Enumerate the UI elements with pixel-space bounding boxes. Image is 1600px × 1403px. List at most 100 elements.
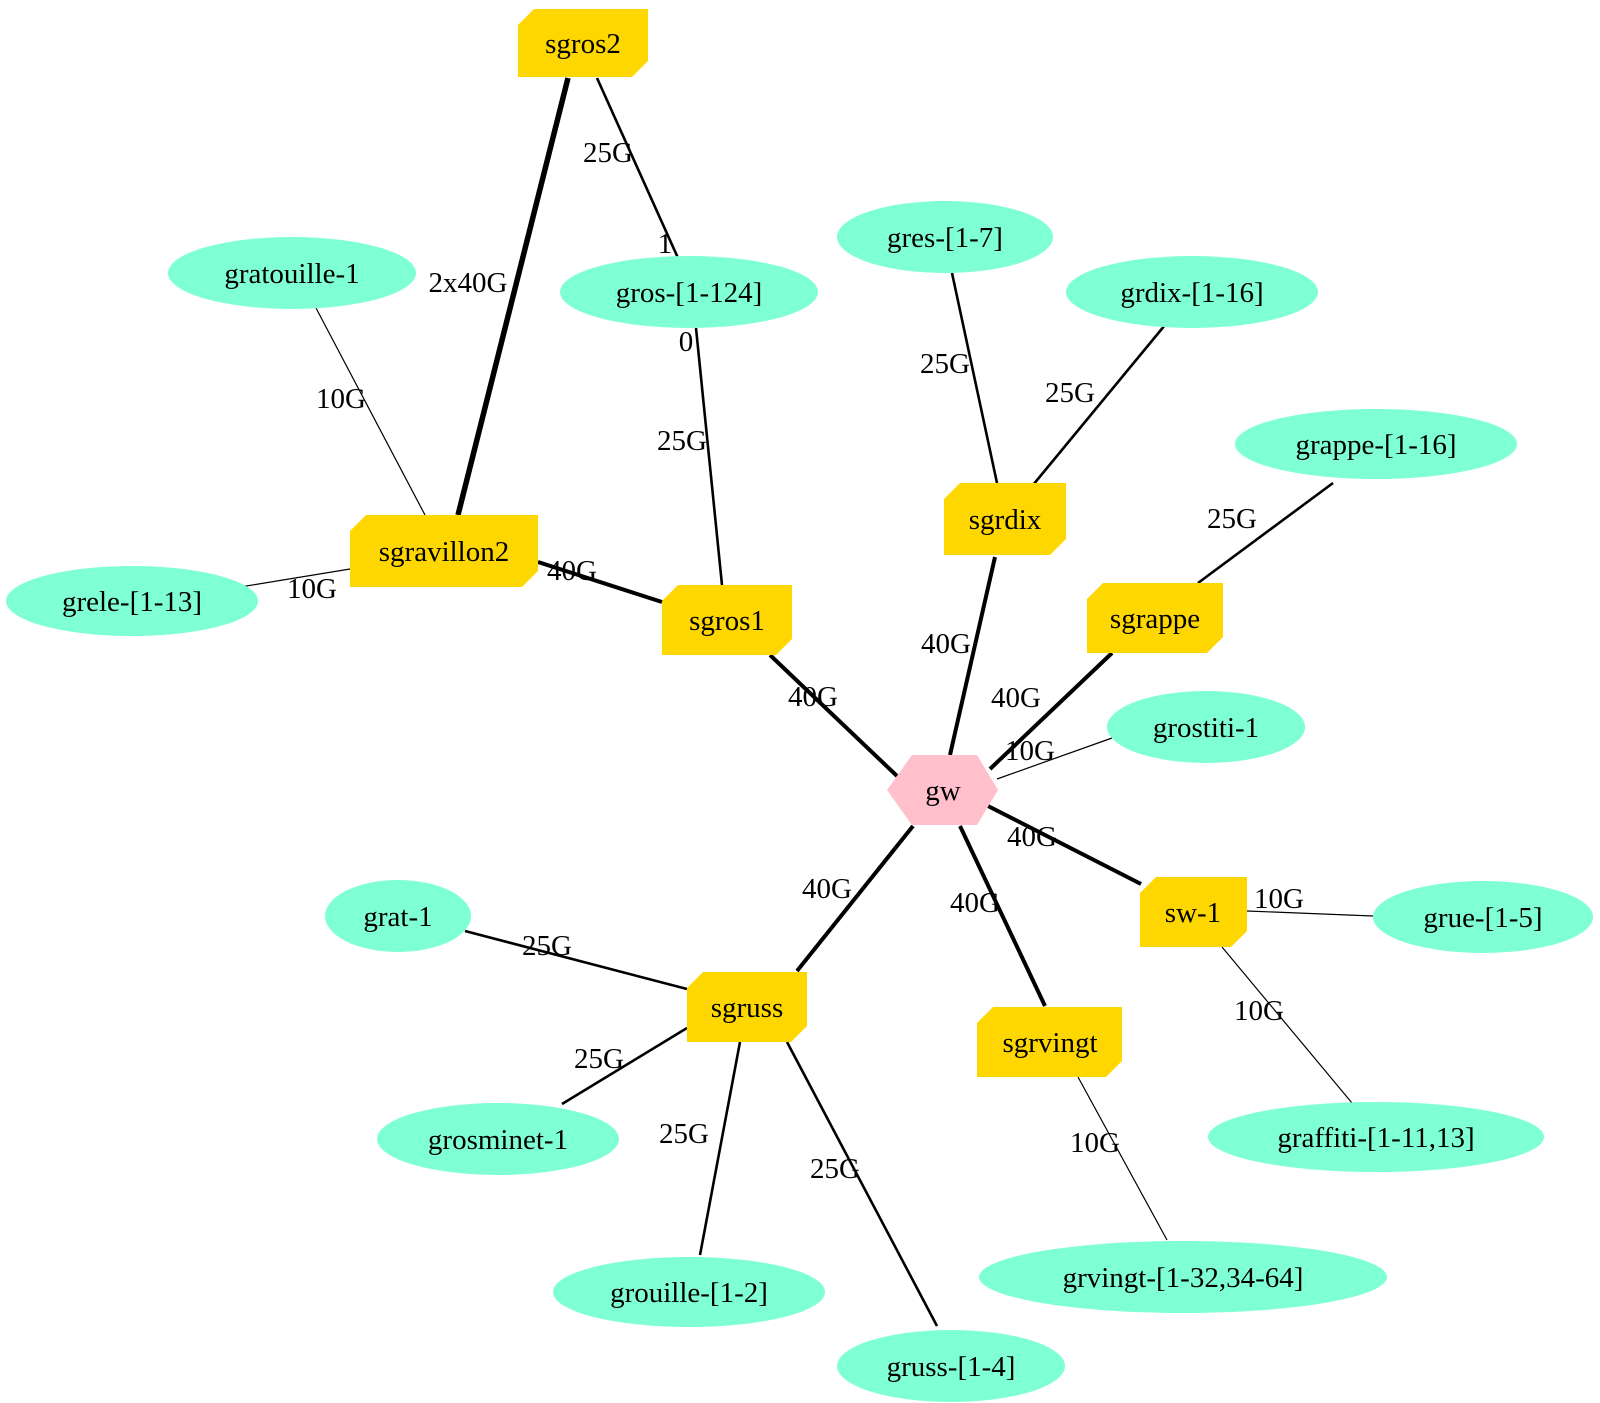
edge-gw-sgrvingt bbox=[958, 825, 1047, 1007]
node-grue: grue-[1-5] bbox=[1373, 881, 1593, 953]
node-grdix: grdix-[1-16] bbox=[1066, 256, 1318, 328]
group-ellipse-shape bbox=[325, 880, 471, 952]
group-ellipse-shape bbox=[1208, 1102, 1544, 1172]
switch-box-shape bbox=[662, 585, 792, 655]
edge-label: 40G bbox=[1007, 821, 1057, 853]
node-label: gres-[1-7] bbox=[887, 222, 1003, 254]
switch-box-shape bbox=[1087, 583, 1223, 653]
node-gw: gw bbox=[887, 755, 998, 825]
edge-sw-1-grue bbox=[1246, 910, 1374, 917]
group-ellipse-shape bbox=[837, 1330, 1065, 1402]
edge-tail-label: 0 bbox=[679, 326, 694, 358]
node-label: sgrappe bbox=[1110, 603, 1200, 635]
node-label: sgravillon2 bbox=[379, 536, 510, 568]
node-label: grostiti-1 bbox=[1153, 712, 1259, 744]
group-ellipse-shape bbox=[6, 566, 258, 636]
group-ellipse-shape bbox=[837, 201, 1053, 273]
node-sgros1: sgros1 bbox=[662, 585, 792, 655]
node-grvingt: grvingt-[1-32,34-64] bbox=[979, 1241, 1387, 1313]
node-gratouille-1: gratouille-1 bbox=[168, 237, 416, 309]
edge-label: 10G bbox=[1005, 735, 1055, 767]
edge-gratouille-sgravillon2 bbox=[315, 307, 426, 516]
edge-sw-1-graffiti bbox=[1221, 946, 1353, 1104]
edge-sgruss-grouille bbox=[698, 1041, 742, 1256]
edge-gres-sgrdix bbox=[950, 272, 999, 484]
edge-gros-sgros1 bbox=[694, 327, 724, 586]
node-grouille: grouille-[1-2] bbox=[553, 1257, 825, 1327]
node-grosminet-1: grosminet-1 bbox=[377, 1103, 619, 1175]
node-gres: gres-[1-7] bbox=[837, 201, 1053, 273]
edge-sgruss-gruss bbox=[785, 1041, 939, 1327]
gateway-hexagon-shape bbox=[887, 755, 998, 825]
node-label: sgros1 bbox=[689, 605, 765, 637]
node-label: sgrdix bbox=[969, 504, 1042, 536]
node-label: grue-[1-5] bbox=[1423, 902, 1542, 934]
edge-sgros1-gw bbox=[768, 653, 899, 778]
node-sgruss: sgruss bbox=[687, 972, 807, 1042]
node-sgravillon2: sgravillon2 bbox=[350, 515, 538, 587]
node-label: gw bbox=[925, 775, 961, 807]
group-ellipse-shape bbox=[1373, 881, 1593, 953]
edge-gw-sw-1 bbox=[987, 804, 1142, 886]
node-label: gros-[1-124] bbox=[616, 277, 763, 309]
switch-box-shape bbox=[944, 483, 1066, 555]
node-label: grele-[1-13] bbox=[62, 586, 202, 618]
node-label: graffiti-[1-11,13] bbox=[1277, 1122, 1474, 1154]
edge-label: 40G bbox=[950, 887, 1000, 919]
edge-grappe-sgrappe bbox=[1197, 481, 1334, 585]
node-label: sgruss bbox=[711, 992, 784, 1024]
node-label: grappe-[1-16] bbox=[1295, 429, 1456, 461]
group-ellipse-shape bbox=[979, 1241, 1387, 1313]
edge-label: 40G bbox=[991, 682, 1041, 714]
group-ellipse-shape bbox=[377, 1103, 619, 1175]
group-ellipse-shape bbox=[1107, 691, 1305, 763]
edge-label: 25G bbox=[583, 137, 633, 169]
edge-sgros2-sgravillon2 bbox=[455, 77, 571, 516]
edge-label: 25G bbox=[1045, 377, 1095, 409]
node-label: grdix-[1-16] bbox=[1120, 277, 1263, 309]
edge-sgruss-grosminet bbox=[561, 1026, 688, 1106]
node-label: grvingt-[1-32,34-64] bbox=[1063, 1262, 1304, 1294]
node-grappe: grappe-[1-16] bbox=[1235, 409, 1517, 479]
edge-sgrappe-gw bbox=[988, 651, 1114, 771]
edge-gw-sgruss bbox=[795, 824, 915, 973]
edge-label: 10G bbox=[316, 383, 366, 415]
edge-label: 25G bbox=[657, 425, 707, 457]
node-sgrdix: sgrdix bbox=[944, 483, 1066, 555]
switch-box-shape bbox=[1140, 877, 1247, 947]
edge-grdix-sgrdix bbox=[1031, 324, 1167, 486]
node-label: grosminet-1 bbox=[428, 1124, 568, 1156]
node-graffiti: graffiti-[1-11,13] bbox=[1208, 1102, 1544, 1172]
node-sgros2: sgros2 bbox=[518, 9, 648, 77]
edge-grat-sgruss bbox=[464, 929, 688, 991]
edge-label: 10G bbox=[1254, 883, 1304, 915]
node-label: sgros2 bbox=[545, 28, 621, 60]
switch-box-shape bbox=[977, 1007, 1122, 1077]
node-label: sgrvingt bbox=[1002, 1027, 1097, 1059]
node-label: sw-1 bbox=[1165, 897, 1221, 929]
edge-grele-sgravillon2 bbox=[239, 568, 351, 588]
node-label: gruss-[1-4] bbox=[887, 1351, 1016, 1383]
group-ellipse-shape bbox=[1066, 256, 1318, 328]
edge-sgravillon2-sgros1 bbox=[537, 560, 663, 604]
group-ellipse-shape bbox=[560, 256, 818, 328]
edge-label: 25G bbox=[574, 1043, 624, 1075]
node-sgrvingt: sgrvingt bbox=[977, 1007, 1122, 1077]
edge-label: 10G bbox=[1070, 1127, 1120, 1159]
edge-grostiti-gw bbox=[996, 737, 1113, 780]
nodes: sgros2 sgravillon2 sgros1 sgrdix sgrappe… bbox=[6, 9, 1593, 1402]
edges bbox=[239, 77, 1374, 1327]
switch-box-shape bbox=[518, 9, 648, 77]
edge-label: 25G bbox=[659, 1118, 709, 1150]
node-label: grouille-[1-2] bbox=[610, 1277, 768, 1309]
edge-labels: 2x40G 25G 1 25G 0 10G 10G 40G 40G 40G 25… bbox=[287, 137, 1304, 1185]
edge-label: 40G bbox=[921, 628, 971, 660]
group-ellipse-shape bbox=[553, 1257, 825, 1327]
switch-box-shape bbox=[687, 972, 807, 1042]
edge-label: 2x40G bbox=[429, 267, 508, 299]
edge-sgrdix-gw bbox=[948, 556, 997, 756]
edge-label: 25G bbox=[522, 930, 572, 962]
edge-label: 10G bbox=[1234, 995, 1284, 1027]
